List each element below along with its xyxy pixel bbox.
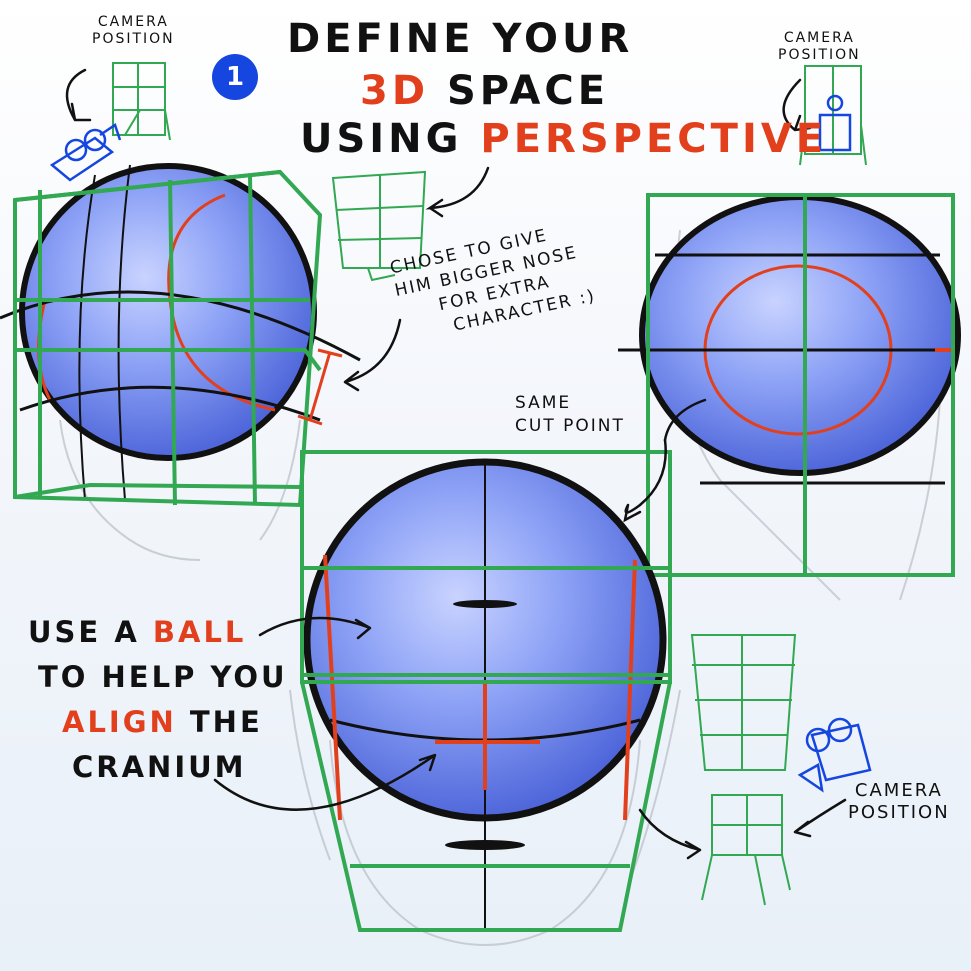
title-accent-perspective: PERSPECTIVE (480, 116, 828, 162)
camera-label-top-left: CAMERA POSITION (92, 14, 175, 47)
head-diagram-bottom (300, 450, 672, 932)
title-line-1: DEFINE YOUR (287, 16, 634, 62)
title-space: SPACE (429, 68, 610, 114)
camera-label-top-right: CAMERA POSITION (778, 30, 861, 63)
perspective-box-right (646, 193, 955, 577)
head-diagram-top-left (0, 163, 361, 508)
title-line-3: USING PERSPECTIVE (300, 116, 827, 162)
nose-length-marker (297, 348, 343, 426)
step-badge: 1 (212, 54, 258, 100)
cut-point-note: SAME CUT POINT (515, 393, 625, 436)
head-diagram-top-right (618, 193, 961, 577)
annotation-arrows (65, 68, 847, 860)
camera-icon (49, 94, 872, 793)
title-using: USING (300, 116, 481, 162)
ball-tip-text: USE A BALL TO HELP YOU ALIGN THE CRANIUM (28, 610, 288, 790)
perspective-box-left (13, 169, 323, 508)
alignment-marks (323, 554, 637, 821)
cranium-ball-right (639, 194, 961, 476)
ball-tip-line-1: USE A BALL (28, 615, 247, 649)
ball-tip-line-2: TO HELP YOU (38, 659, 288, 694)
ball-tip-line-3: ALIGN THE (62, 704, 263, 739)
title-line-2: 3D SPACE (360, 68, 609, 114)
ball-tip-line-4: CRANIUM (72, 749, 247, 784)
camera-label-bottom-right: CAMERA POSITION (848, 780, 950, 823)
cranium-ball-left (19, 163, 317, 461)
step-number: 1 (225, 62, 245, 92)
camera-grid-icons (112, 62, 867, 906)
title-accent-3d: 3D (360, 68, 430, 114)
